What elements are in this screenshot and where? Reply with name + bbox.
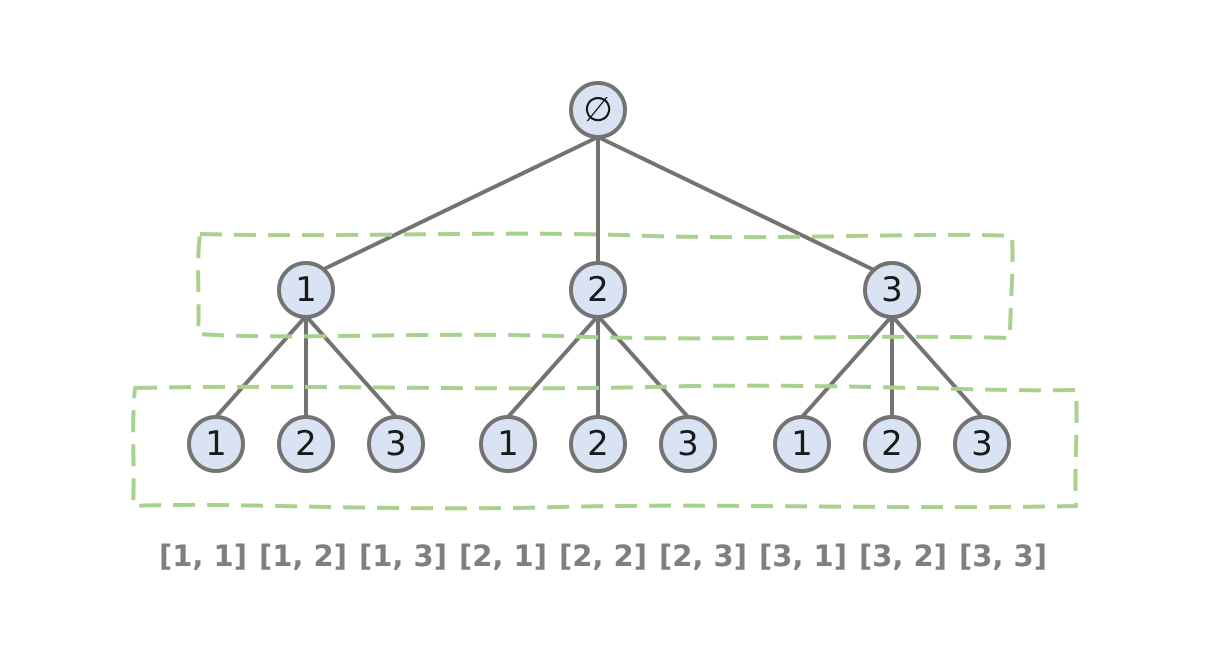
path-label: [2, 2] (559, 539, 647, 573)
level1-edges (214, 314, 984, 419)
level2-node: 3 (367, 415, 425, 473)
path-label: [3, 2] (859, 539, 947, 573)
path-label: [1, 3] (359, 539, 447, 573)
path-label: [2, 3] (659, 539, 747, 573)
edge-root-to-1 (320, 135, 600, 272)
level1-group-box (196, 231, 1015, 341)
level1-nodes: 1 2 3 (277, 261, 921, 319)
level2-node-label: 3 (677, 424, 699, 464)
level2-node: 3 (659, 415, 717, 473)
level1-node: 1 (277, 261, 335, 319)
edge-2-to-1 (506, 314, 600, 419)
level2-node-label: 2 (587, 424, 609, 464)
level2-node-label: 2 (295, 424, 317, 464)
edge-1-to-3 (304, 314, 398, 419)
level2-node-label: 1 (497, 424, 519, 464)
level2-node: 1 (773, 415, 831, 473)
edge-3-to-1 (800, 314, 894, 419)
level2-group-box (131, 383, 1079, 511)
path-label: [1, 1] (159, 539, 247, 573)
path-label: [3, 1] (759, 539, 847, 573)
level2-node-label: 3 (971, 424, 993, 464)
level2-node-label: 2 (881, 424, 903, 464)
level1-node: 3 (863, 261, 921, 319)
root-edges (320, 135, 876, 272)
level2-node-label: 1 (205, 424, 227, 464)
level1-node: 2 (569, 261, 627, 319)
path-label: [3, 3] (959, 539, 1047, 573)
level2-node: 2 (277, 415, 335, 473)
level2-node: 2 (863, 415, 921, 473)
root-node: ∅ (569, 81, 627, 139)
root-node-label: ∅ (583, 90, 613, 130)
level2-node: 2 (569, 415, 627, 473)
level2-node: 1 (187, 415, 245, 473)
path-labels: [1, 1] [1, 2] [1, 3] [2, 1] [2, 2] [2, 3… (159, 539, 1047, 573)
level1-node-label: 3 (881, 270, 903, 310)
level1-node-label: 1 (295, 270, 317, 310)
edge-root-to-3 (596, 135, 876, 272)
level2-node-label: 1 (791, 424, 813, 464)
edge-2-to-3 (596, 314, 690, 419)
level2-node: 3 (953, 415, 1011, 473)
level2-nodes: 1 2 3 1 2 3 1 2 (187, 415, 1011, 473)
edge-1-to-1 (214, 314, 308, 419)
edge-3-to-3 (890, 314, 984, 419)
level1-node-label: 2 (587, 270, 609, 310)
path-label: [2, 1] (459, 539, 547, 573)
level2-node-label: 3 (385, 424, 407, 464)
level2-node: 1 (479, 415, 537, 473)
path-label: [1, 2] (259, 539, 347, 573)
